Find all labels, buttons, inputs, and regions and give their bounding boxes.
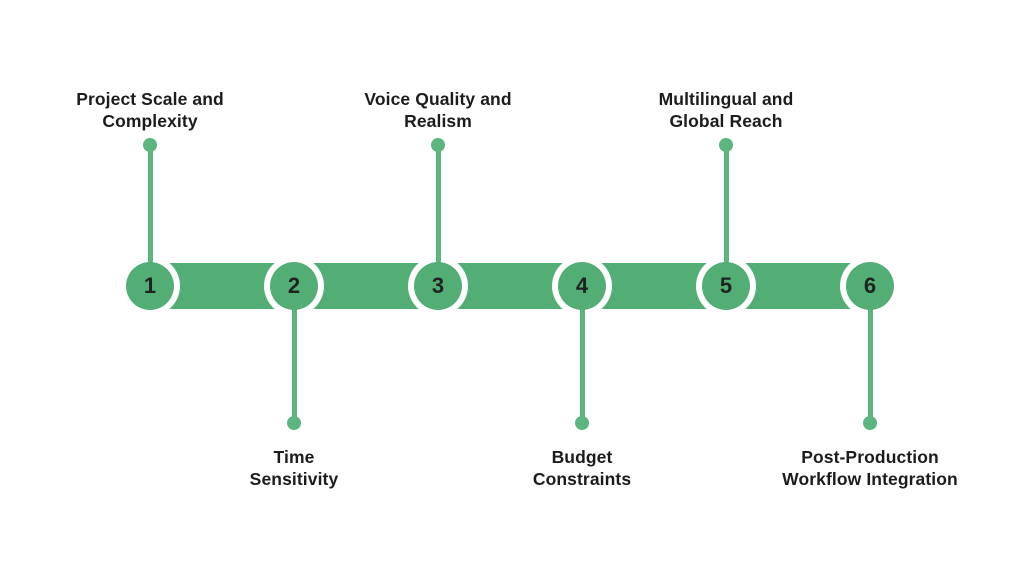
step-number: 2: [287, 273, 301, 298]
step-number: 5: [719, 273, 733, 298]
step-label-line-2: Global Reach: [669, 111, 783, 131]
step-number-node: 1: [126, 262, 174, 310]
step-number-node: 5: [702, 262, 750, 310]
step-label-line-2: Workflow Integration: [782, 469, 958, 489]
step-label-line-1: Voice Quality and: [364, 89, 512, 109]
step-label-line-1: Project Scale and: [76, 89, 224, 109]
step-label: Multilingual and Global Reach: [596, 88, 856, 132]
step-label-line-2: Sensitivity: [249, 469, 339, 489]
connector-stem: [435, 145, 441, 263]
step-number-node: 4: [558, 262, 606, 310]
connector-stem: [867, 309, 873, 423]
step-number: 4: [575, 273, 589, 298]
connector-stem: [291, 309, 297, 423]
step-label: Budget Constraints: [452, 446, 712, 490]
step-label-line-2: Complexity: [102, 111, 198, 131]
step-label-line-1: Multilingual and: [658, 89, 794, 109]
step-label: Project Scale and Complexity: [20, 88, 280, 132]
timeline-bar: [150, 263, 870, 309]
connector-dot-icon: [863, 416, 877, 430]
step-number-node: 2: [270, 262, 318, 310]
connector-dot-icon: [575, 416, 589, 430]
step-number-node: 6: [846, 262, 894, 310]
step-label-line-1: Time: [273, 447, 315, 467]
step-number-node: 3: [414, 262, 462, 310]
step-number: 1: [143, 273, 157, 298]
step-label-line-2: Constraints: [532, 469, 632, 489]
step-label: Voice Quality and Realism: [308, 88, 568, 132]
step-label-line-1: Post-Production: [801, 447, 939, 467]
step-label-line-1: Budget: [551, 447, 613, 467]
step-number: 6: [863, 273, 877, 298]
connector-stem: [723, 145, 729, 263]
step-number: 3: [431, 273, 445, 298]
connector-dot-icon: [287, 416, 301, 430]
step-label: Time Sensitivity: [164, 446, 424, 490]
connector-stem: [579, 309, 585, 423]
step-label-line-2: Realism: [404, 111, 472, 131]
connector-stem: [147, 145, 153, 263]
step-label: Post-Production Workflow Integration: [740, 446, 1000, 490]
